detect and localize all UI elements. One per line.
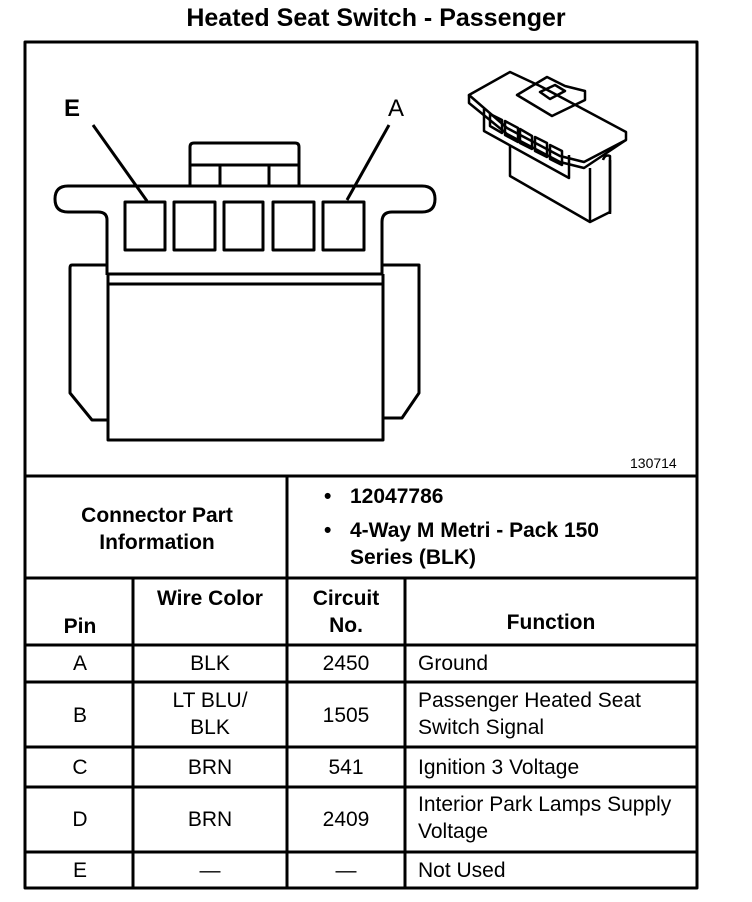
table-cell-function: Ground: [418, 652, 489, 675]
table-cell-pin: E: [72, 859, 87, 882]
connector-info-bullet: •: [324, 485, 332, 508]
table-cell-wire-color: BRN: [187, 756, 233, 779]
table-cell-function: Interior Park Lamps Supply Voltage: [418, 793, 672, 843]
table-cell-circuit: 541: [328, 756, 364, 779]
header-wire-color: Wire Color: [157, 587, 263, 610]
table-cell-function: Ignition 3 Voltage: [418, 756, 580, 779]
table-cell-circuit: —: [335, 859, 357, 882]
table-grid: [23, 40, 699, 890]
table-cell-pin: D: [72, 808, 88, 831]
table-cell-pin: A: [72, 652, 87, 675]
table-cell-function: Passenger Heated Seat Switch Signal: [418, 689, 641, 739]
connector-info-label: Connector Part Information: [81, 504, 233, 554]
table-cell-wire-color: BLK: [190, 652, 230, 675]
table-cell-circuit: 2450: [322, 652, 370, 675]
connector-part-number: 12047786: [350, 485, 444, 508]
header-pin: Pin: [63, 615, 97, 638]
connector-series: 4-Way M Metri - Pack 150 Series (BLK): [350, 519, 599, 569]
header-circuit: Circuit No.: [312, 587, 380, 637]
pin-label-e: E: [64, 95, 81, 122]
table-cell-wire-color: —: [199, 859, 221, 882]
pin-label-a: A: [388, 95, 405, 122]
table-cell-wire-color: BRN: [187, 808, 233, 831]
connector-isometric-view: [467, 70, 628, 224]
figure-number: 130714: [630, 455, 677, 471]
table-cell-function: Not Used: [418, 859, 506, 882]
connector-front-view: [53, 124, 437, 442]
table-cell-pin: B: [72, 704, 87, 727]
table-cell-circuit: 1505: [322, 704, 370, 727]
table-cell-wire-color: LT BLU/ BLK: [172, 689, 248, 739]
table-cell-circuit: 2409: [322, 808, 370, 831]
header-function: Function: [506, 611, 596, 634]
table-cell-pin: C: [72, 756, 88, 779]
connector-info-bullet: •: [324, 519, 332, 542]
page-title: Heated Seat Switch - Passenger: [186, 4, 566, 32]
